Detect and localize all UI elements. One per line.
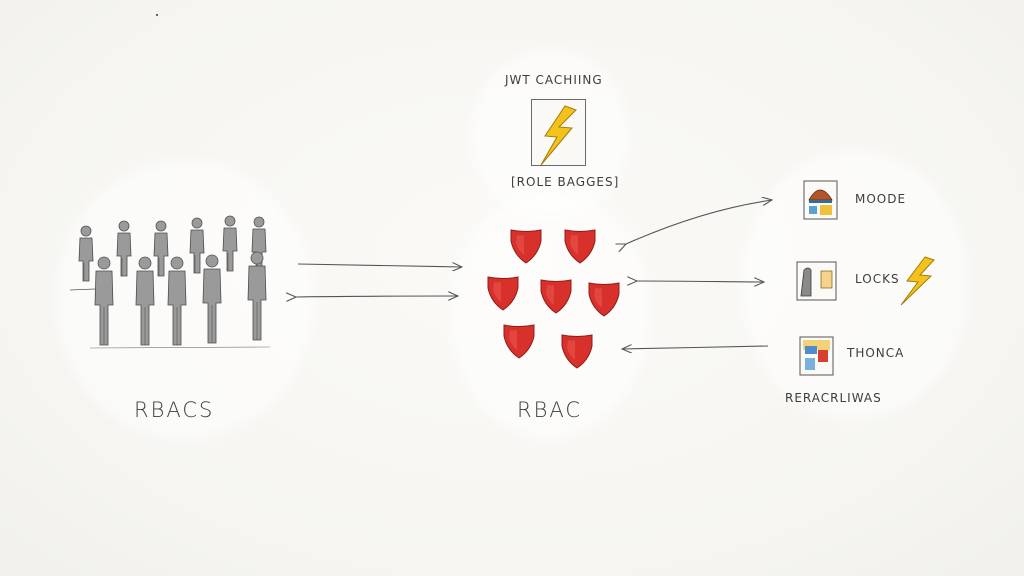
document-icon [803, 180, 838, 220]
document-icon [796, 261, 837, 301]
locks-label: LOCKS [855, 272, 900, 286]
document-icon [799, 336, 834, 376]
arrow-icon [297, 264, 462, 267]
rbac-label: RBAC [517, 398, 583, 422]
lightning-icon [900, 256, 935, 306]
role-badges-caption: [ROLE BAGGES] [511, 175, 620, 189]
arrow-icon [626, 200, 772, 244]
moode-label: MOODE [855, 192, 907, 206]
arrow-icon [296, 296, 458, 297]
arrow-icon [637, 281, 764, 282]
jwt-caching-title: JWT CACHIING [505, 73, 603, 87]
rbacs-label: RBACS [134, 398, 215, 422]
ink-dot [156, 14, 158, 16]
arrow-icon [622, 346, 769, 349]
reracrliwas-caption: RERACRLIWAS [785, 391, 882, 405]
right-cloud [740, 150, 970, 420]
thonca-label: THONCA [847, 346, 905, 360]
